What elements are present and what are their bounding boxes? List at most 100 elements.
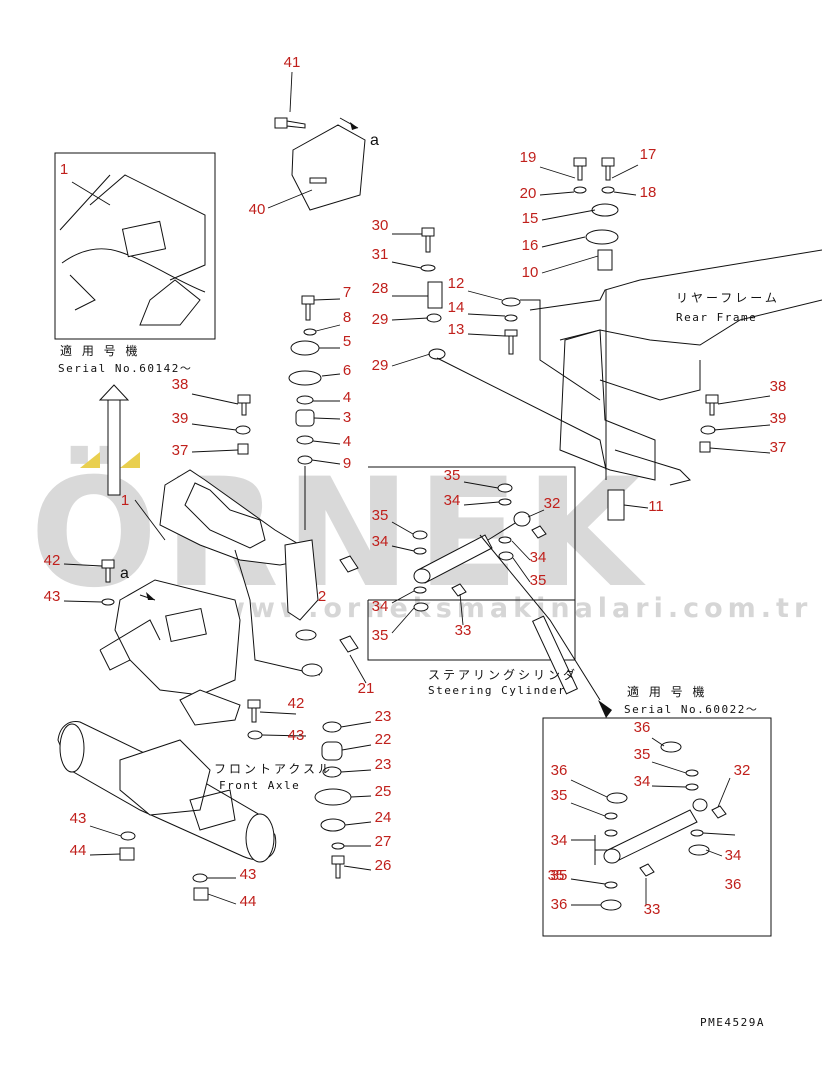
washer-39-left — [235, 425, 251, 435]
callout-38: 38 — [172, 376, 189, 393]
leader-line — [267, 189, 313, 209]
callout-29: 29 — [372, 311, 389, 328]
leader-line — [651, 785, 687, 788]
leader-line — [541, 236, 586, 248]
callout-30: 30 — [372, 217, 389, 234]
leader-line — [539, 166, 576, 179]
leader-line — [340, 769, 372, 773]
detail-washer-35-b — [604, 812, 618, 820]
serial-arrow-shaft — [107, 396, 121, 496]
detail-washer-36-b — [606, 792, 628, 804]
leader-line — [191, 423, 237, 431]
link-line-29 — [436, 357, 607, 471]
leader-line — [467, 313, 506, 317]
detail-bottom-frame — [542, 717, 772, 937]
rear-frame-top-edge — [529, 249, 822, 311]
grease-fitting-33 — [451, 583, 467, 597]
leader-line — [261, 734, 307, 737]
leader-line — [313, 298, 341, 301]
callout-34: 34 — [530, 549, 547, 566]
detail-washer-35-a — [685, 769, 699, 777]
callout-26: 26 — [375, 857, 392, 874]
leader-line — [312, 440, 341, 445]
leader-line — [315, 324, 341, 332]
leader-line — [343, 865, 372, 871]
callout-35: 35 — [530, 572, 547, 589]
detail-cylinder-eye-base — [603, 848, 621, 864]
cover-plate — [291, 124, 366, 211]
callout-11: 11 — [648, 498, 664, 515]
callout-17: 17 — [640, 146, 657, 163]
leader-line — [391, 545, 415, 552]
washer-35-a — [497, 483, 513, 493]
serial-bottom: Serial No.60022～ — [624, 703, 758, 716]
leader-line — [341, 744, 372, 751]
view-a-label-main: a — [120, 565, 129, 582]
shim-16 — [585, 229, 619, 245]
steering-cylinder-group — [339, 466, 612, 718]
leader-line — [541, 209, 596, 221]
leader-line — [89, 825, 122, 837]
callout-33: 33 — [455, 622, 472, 639]
nut-44-axle-right — [193, 887, 209, 901]
washer-43-right — [247, 730, 263, 740]
pin-11 — [607, 489, 625, 521]
leader-line — [191, 449, 239, 453]
spacer-9 — [297, 455, 313, 465]
callout-8: 8 — [343, 309, 351, 326]
leader-line — [191, 393, 239, 405]
detail-plate — [121, 220, 167, 258]
bolt-26 — [331, 855, 345, 879]
grease-fitting-32 — [531, 525, 547, 539]
leader-line — [89, 853, 121, 856]
callout-25: 25 — [375, 783, 392, 800]
detail-fitting-32 — [711, 805, 727, 819]
view-a-label-top: a — [370, 132, 379, 149]
view-arrow-head-main — [146, 592, 155, 600]
callout-22: 22 — [375, 731, 392, 748]
bolt-42-right — [247, 699, 261, 723]
leader-line — [463, 481, 499, 489]
callout-33: 33 — [644, 901, 661, 918]
leader-line — [63, 563, 103, 567]
rear-frame-pin-mount — [614, 449, 691, 486]
steering-arrow-head — [598, 700, 612, 718]
callout-36: 36 — [634, 719, 651, 736]
detail-frame — [54, 152, 216, 340]
callout-42: 42 — [288, 695, 305, 712]
leader-lines — [63, 71, 771, 906]
callout-16: 16 — [522, 237, 539, 254]
detail-mount — [69, 274, 201, 326]
spacer-29b — [428, 348, 446, 360]
washer-34-d — [413, 586, 427, 594]
link-line-14 — [520, 299, 601, 401]
bolt-42-left — [101, 559, 115, 583]
bolt-17 — [601, 157, 615, 181]
leader-line — [350, 795, 372, 798]
detail-view-top — [54, 152, 216, 340]
callout-20: 20 — [520, 185, 537, 202]
cylinder-rod — [487, 519, 521, 541]
pin-28 — [427, 281, 443, 309]
callout-36: 36 — [551, 762, 568, 779]
leader-line — [340, 721, 372, 728]
callout-19: 19 — [520, 149, 537, 166]
callout-43: 43 — [288, 727, 305, 744]
washer-31 — [420, 264, 436, 272]
washer-34-c — [413, 547, 427, 555]
leader-line — [512, 557, 531, 583]
callout-32: 32 — [544, 495, 561, 512]
callout-29: 29 — [372, 357, 389, 374]
leader-line — [527, 509, 545, 518]
serial-top: Serial No.60142～ — [58, 362, 192, 375]
upper-pin-stack — [420, 227, 607, 471]
callout-43: 43 — [70, 810, 87, 827]
callout-35: 35 — [551, 787, 568, 804]
callout-34: 34 — [372, 533, 389, 550]
callout-42: 42 — [44, 552, 61, 569]
detail-leader-1 — [59, 174, 111, 231]
callout-1: 1 — [60, 161, 68, 178]
washer-14b — [504, 314, 518, 322]
callout-23: 23 — [375, 708, 392, 725]
